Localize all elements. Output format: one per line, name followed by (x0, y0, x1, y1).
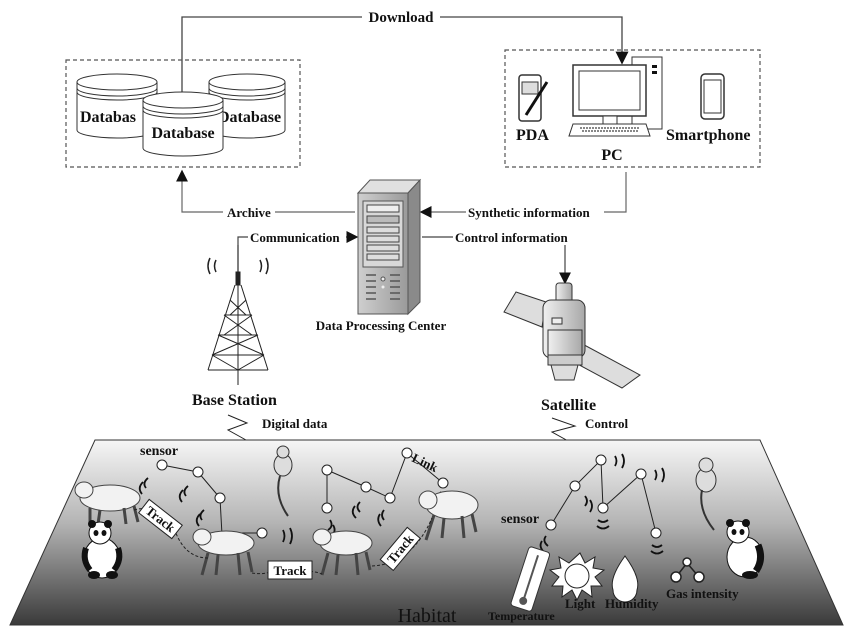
wireless-bolt-icon (226, 414, 249, 441)
database-icon (76, 73, 158, 139)
sensor-label-left: sensor (140, 444, 178, 459)
sensor-node (321, 464, 333, 476)
communication-connector: Communication (237, 229, 359, 275)
signal-waves-icon (539, 453, 665, 555)
download-connector: Download (181, 10, 629, 95)
water-drop-icon (611, 555, 639, 603)
sensor-node (401, 447, 413, 459)
sensor-network-left (156, 447, 449, 539)
server-icon (356, 178, 422, 316)
smartphone-label: Smartphone (666, 127, 750, 144)
control-info-label: Control information (455, 230, 569, 245)
sensor-node (635, 468, 647, 480)
tiger-icon (192, 528, 255, 576)
panda-icon (81, 520, 123, 579)
database-label: Database (218, 109, 281, 126)
sensor-node (156, 459, 168, 471)
pda-icon (518, 74, 549, 122)
database-group: Databas Database Database (65, 59, 301, 168)
pda-label: PDA (516, 127, 549, 144)
database-label: Databas (80, 109, 136, 126)
tiger-icon (74, 481, 141, 525)
pc-icon (568, 56, 663, 137)
base-station-label: Base Station (192, 392, 277, 409)
synthetic-connector: Synthetic information (419, 172, 627, 220)
digital-data-label: Digital data (262, 416, 328, 431)
signal-waves-icon (207, 257, 269, 275)
sensor-node (321, 502, 333, 514)
sensor-network-right (545, 454, 662, 539)
thermometer-icon (510, 546, 551, 612)
pc-label: PC (601, 147, 622, 164)
sensor-node (384, 492, 396, 504)
sensor-node (595, 454, 607, 466)
monkey-icon (273, 445, 293, 517)
download-label: Download (368, 10, 434, 26)
control-info-connector: Control information (422, 229, 581, 285)
archive-label: Archive (227, 205, 271, 220)
panda-icon (726, 519, 765, 579)
light-label: Light (565, 596, 596, 611)
gas-molecule-icon (670, 557, 705, 583)
sensor-node (597, 502, 609, 514)
sun-icon (548, 552, 606, 602)
database-label: Database (151, 125, 214, 142)
habitat-label: Habitat (398, 605, 457, 627)
synthetic-label: Synthetic information (468, 205, 590, 220)
humidity-label: Humidity (605, 596, 659, 611)
sensor-node (214, 492, 226, 504)
sensor-node (360, 481, 372, 493)
temperature-label: Temperature (488, 609, 555, 623)
satellite-label: Satellite (541, 397, 596, 414)
data-center-label: Data Processing Center (316, 318, 447, 333)
satellite-icon (503, 282, 641, 389)
devices-group: PDA PC Smartphone (504, 49, 761, 168)
sensor-node (650, 527, 662, 539)
sensor-node (569, 480, 581, 492)
sensor-node (192, 466, 204, 478)
sensor-node (545, 519, 557, 531)
track-label: Track (274, 563, 308, 578)
tiger-icon (312, 528, 373, 576)
tiger-icon (418, 490, 479, 541)
archive-connector: Archive (176, 169, 355, 220)
monkey-icon (695, 457, 717, 531)
communication-label: Communication (250, 230, 340, 245)
sensor-node (437, 477, 449, 489)
control-label: Control (585, 416, 628, 431)
gas-intensity-label: Gas intensity (666, 586, 739, 601)
smartphone-icon (700, 73, 725, 120)
track-tag: Track (267, 560, 313, 580)
database-icon (142, 91, 224, 157)
wireless-bolt-icon (550, 417, 577, 443)
track-tag: Track (379, 526, 421, 572)
tower-icon (207, 245, 269, 385)
sensor-label-right: sensor (501, 512, 539, 527)
